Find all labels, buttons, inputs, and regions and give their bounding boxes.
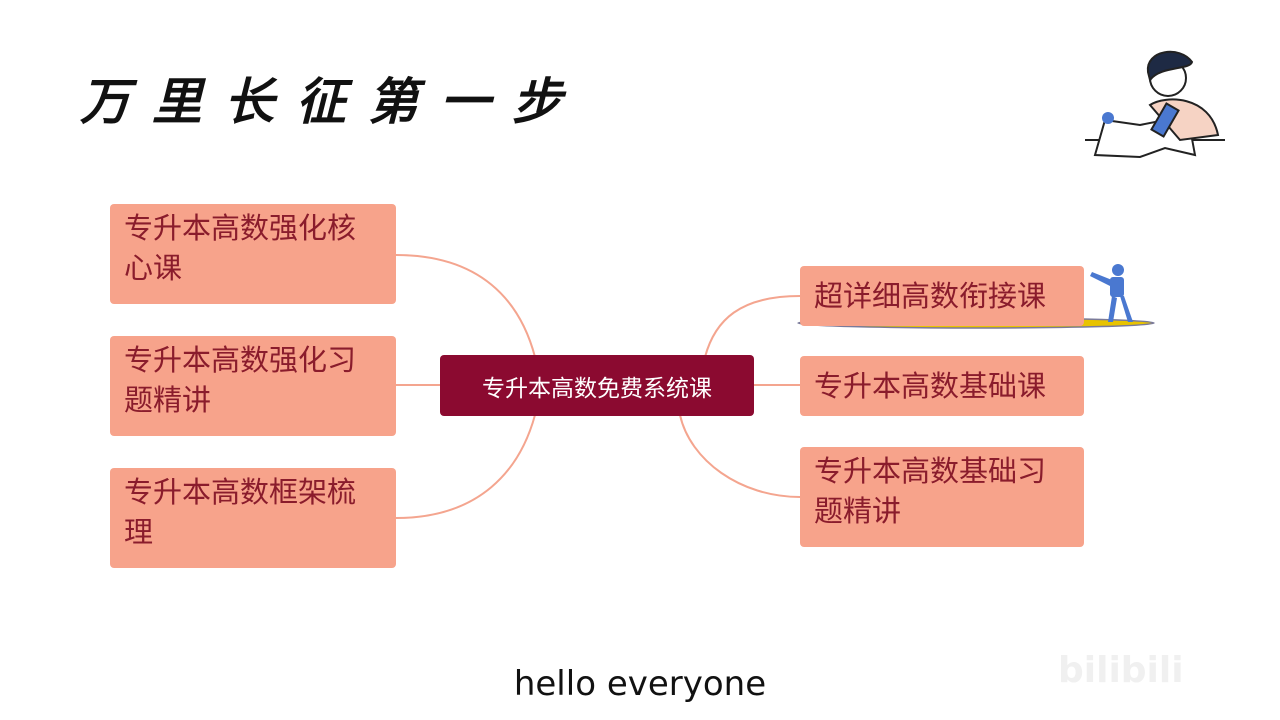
link-right-3: [679, 414, 801, 498]
link-left-1: [395, 254, 536, 358]
person-with-map-illustration: [1085, 50, 1225, 159]
link-right-1: [704, 295, 801, 358]
page-title: 万里长征第一步: [80, 72, 584, 131]
node-left-2[interactable]: 专升本高数强化习题精讲: [110, 336, 396, 436]
node-left-1[interactable]: 专升本高数强化核心课: [110, 204, 396, 304]
node-right-2[interactable]: 专升本高数基础课: [800, 356, 1084, 416]
video-subtitle: hello everyone: [513, 664, 767, 704]
node-right-3[interactable]: 专升本高数基础习题精讲: [800, 447, 1084, 547]
bilibili-watermark-logo: bilibili: [1058, 650, 1184, 691]
node-left-3[interactable]: 专升本高数框架梳理: [110, 468, 396, 568]
link-left-3: [395, 414, 536, 519]
center-node[interactable]: 专升本高数免费系统课: [440, 355, 754, 416]
node-right-1[interactable]: 超详细高数衔接课: [800, 266, 1084, 326]
pointing-person-icon: [1090, 264, 1133, 322]
